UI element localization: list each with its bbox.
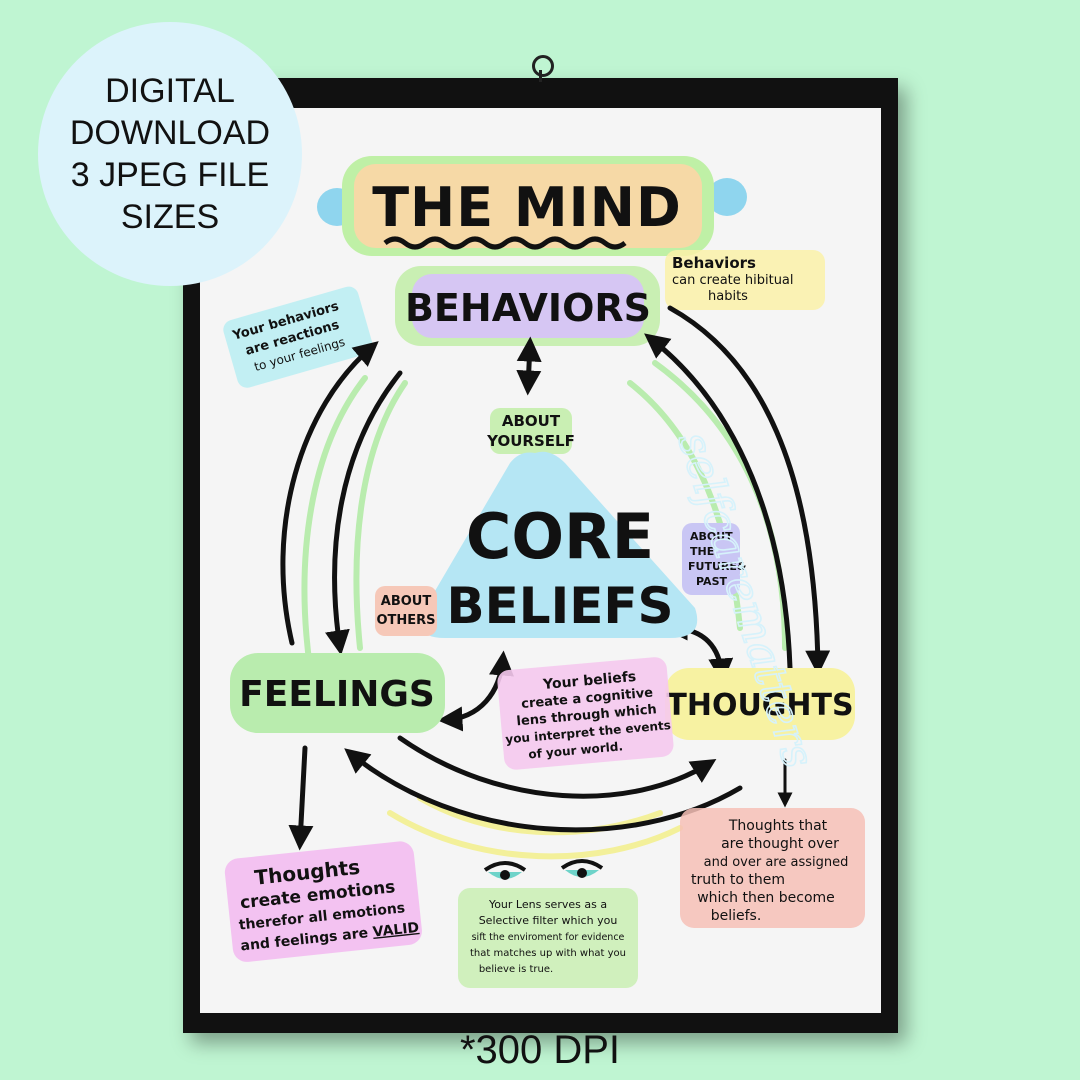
note-reactions-bg bbox=[223, 286, 373, 388]
note-habits-bg bbox=[665, 250, 825, 310]
badge-line-1: DIGITAL bbox=[105, 72, 235, 110]
poster: THE MIND BEHAVIORS Behaviors can create … bbox=[200, 108, 881, 1013]
note-beliefs-line-4: truth to them bbox=[691, 872, 785, 888]
note-behaviors-habits: Behaviors can create hibitual habits bbox=[665, 250, 825, 310]
mind-diagram: THE MIND BEHAVIORS Behaviors can create … bbox=[223, 156, 865, 988]
arrow-behaviors-thoughts-outer bbox=[667, 305, 831, 676]
title-banner: THE MIND bbox=[317, 156, 747, 256]
note-thoughts-emotions: Thoughts create emotions therefor all em… bbox=[224, 841, 422, 962]
note-filter-line-5: believe is true. bbox=[479, 964, 553, 975]
note-beliefs-line-3: and over are assigned bbox=[704, 855, 849, 870]
about-others-line-1: ABOUT bbox=[381, 594, 432, 609]
note-filter-line-1: Your Lens serves as a bbox=[488, 898, 607, 911]
note-emotions-bg bbox=[224, 841, 422, 962]
thoughts-node: THOUGHTS bbox=[665, 668, 855, 740]
digital-download-badge: DIGITAL DOWNLOAD 3 JPEG FILE SIZES bbox=[38, 22, 302, 286]
badge-line-3: 3 JPEG FILE bbox=[70, 156, 270, 194]
thoughts-box bbox=[665, 668, 855, 740]
note-habits-line-1: Behaviors bbox=[672, 254, 756, 272]
core-label-line-1: CORE bbox=[466, 500, 654, 573]
arrow-behaviors-core bbox=[516, 336, 542, 396]
core-label-line-2: BELIEFS bbox=[446, 577, 673, 635]
note-beliefs-line-1: Thoughts that bbox=[728, 818, 828, 834]
note-beliefs-bg bbox=[680, 808, 865, 928]
core-beliefs-node: CORE BELIEFS bbox=[420, 451, 698, 638]
about-yourself-bg bbox=[490, 408, 572, 454]
title-underline bbox=[383, 236, 627, 250]
about-others-label: ABOUT OTHERS bbox=[375, 586, 437, 636]
note-filter-line-2: Selective filter which you bbox=[479, 914, 618, 927]
arrow-feelings-core bbox=[437, 650, 514, 732]
hook-stem bbox=[539, 70, 542, 82]
note-lens-filter: Your Lens serves as a Selective filter w… bbox=[458, 888, 638, 988]
note-filter-line-3: sift the enviroment for evidence bbox=[472, 932, 625, 943]
arrow-behaviors-feelings-outer bbox=[280, 341, 379, 646]
cycle-arrows bbox=[280, 305, 831, 851]
badge-line-4: SIZES bbox=[120, 198, 220, 236]
about-future-line-4: PAST bbox=[696, 575, 727, 588]
note-behaviors-reactions: Your behaviors are reactions to your fee… bbox=[223, 286, 373, 388]
arrow-feelings-down bbox=[288, 745, 314, 851]
poster-frame: THE MIND BEHAVIORS Behaviors can create … bbox=[183, 78, 898, 1033]
note-thoughts-beliefs: Thoughts that are thought over and over … bbox=[680, 808, 865, 928]
note-habits-line-2: can create hibitual bbox=[672, 273, 794, 288]
about-others-bg bbox=[375, 586, 437, 636]
feelings-box bbox=[230, 653, 445, 733]
behaviors-label: BEHAVIORS bbox=[405, 286, 651, 330]
about-future-line-1: ABOUT bbox=[690, 530, 733, 543]
about-yourself-line-1: ABOUT bbox=[502, 412, 561, 430]
note-beliefs-lens: Your beliefs create a cognitive lens thr… bbox=[497, 657, 674, 770]
note-lens-bg bbox=[497, 657, 674, 770]
note-beliefs-line-2: are thought over bbox=[721, 836, 839, 852]
about-future-line-2: THE bbox=[690, 545, 714, 558]
note-filter-line-4: that matches up with what you bbox=[470, 948, 626, 959]
poster-title: THE MIND bbox=[372, 176, 682, 239]
badge-line-2: DOWNLOAD bbox=[69, 114, 271, 152]
note-habits-line-3: habits bbox=[708, 289, 748, 304]
arrow-feelings-thoughts-inner bbox=[397, 735, 717, 799]
note-beliefs-line-5: which then become bbox=[697, 890, 835, 906]
core-triangle bbox=[420, 451, 698, 638]
arrow-behaviors-feelings-inner bbox=[325, 370, 403, 656]
arrow-behaviors-thoughts-inner bbox=[644, 333, 793, 671]
behaviors-node: BEHAVIORS bbox=[395, 266, 660, 346]
note-emotions-valid: VALID bbox=[372, 920, 420, 941]
title-box bbox=[354, 164, 702, 248]
about-future-line-3: FUTURE& bbox=[688, 560, 747, 573]
feelings-node: FEELINGS bbox=[230, 653, 445, 733]
eyes-icon bbox=[483, 859, 604, 880]
behaviors-box bbox=[412, 274, 644, 338]
resolution-label: *300 DPI bbox=[459, 1028, 621, 1072]
about-yourself-label: ABOUT YOURSELF bbox=[486, 408, 575, 454]
about-future-label: ABOUT THE FUTURE& PAST bbox=[682, 523, 747, 595]
title-dot-right bbox=[707, 178, 747, 216]
feelings-label: FEELINGS bbox=[239, 674, 435, 715]
about-yourself-line-2: YOURSELF bbox=[486, 432, 575, 450]
wall-hook-icon bbox=[532, 55, 554, 77]
note-beliefs-line-6: beliefs. bbox=[711, 908, 762, 924]
thoughts-label: THOUGHTS bbox=[666, 688, 853, 723]
about-future-bg bbox=[682, 523, 740, 595]
note-filter-bg bbox=[458, 888, 638, 988]
about-others-line-2: OTHERS bbox=[376, 613, 435, 628]
